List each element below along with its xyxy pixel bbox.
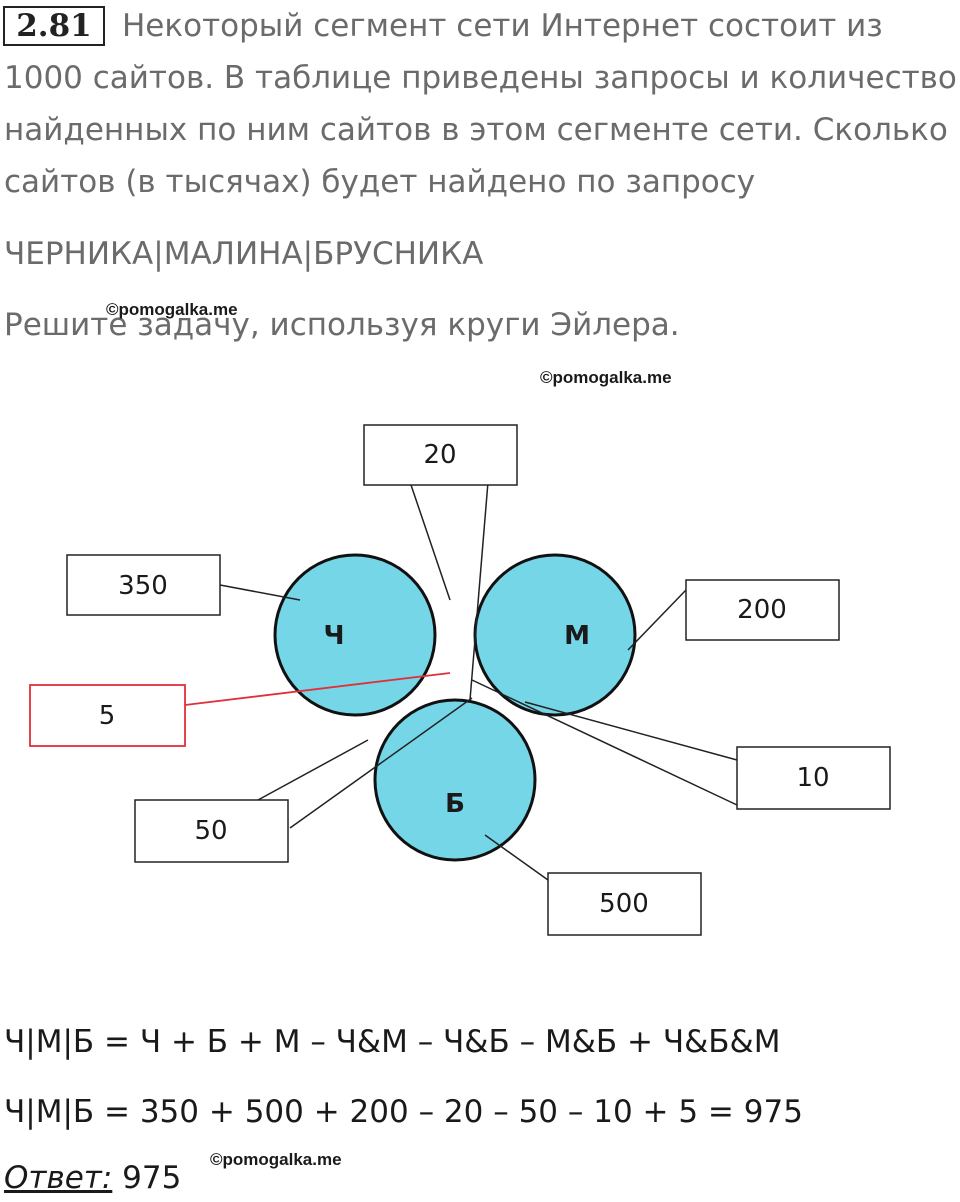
- box-ch-b: [134, 799, 289, 863]
- box-m-b: [736, 746, 891, 810]
- circle-ch-outline: [273, 553, 437, 717]
- box-all-three: [29, 684, 186, 747]
- circle-ch-fill: [275, 555, 435, 715]
- box-m-only-value: 200: [737, 595, 787, 625]
- euler-diagram: 350 20 200 5 10 50 500 Ч М Б: [29, 424, 891, 936]
- answer-value: 975: [122, 1160, 182, 1196]
- value-boxes: 350 20 200 5 10 50 500: [29, 424, 891, 936]
- box-ch-only-value: 350: [118, 571, 168, 601]
- circle-label-m: М: [564, 621, 590, 651]
- watermark: ©pomogalka.me: [106, 300, 238, 319]
- formula-computation: Ч|М|Б = 350 + 500 + 200 – 20 – 50 – 10 +…: [4, 1094, 803, 1130]
- connector-line-highlight: [184, 672, 451, 706]
- box-b-only-value: 500: [599, 889, 649, 919]
- formula-general: Ч|М|Б = Ч + Б + М – Ч&М – Ч&Б – М&Б + Ч&…: [4, 1024, 781, 1060]
- problem-text: Некоторый сегмент сети Интернет состоит …: [4, 8, 957, 200]
- box-ch-b-value: 50: [194, 816, 227, 846]
- instruction-text: Решите задачу, используя круги Эйлера.: [4, 307, 680, 343]
- watermark: ©pomogalka.me: [210, 1150, 342, 1169]
- circle-b-fill: [375, 700, 535, 860]
- watermark: ©pomogalka.me: [540, 368, 672, 387]
- answer-label: Ответ:: [4, 1160, 113, 1196]
- box-m-only: [685, 579, 840, 641]
- connector-lines: [219, 481, 738, 881]
- circle-label-b: Б: [445, 789, 465, 819]
- box-b-only: [547, 872, 702, 936]
- circle-m-fill: [475, 555, 635, 715]
- circle-b-outline: [373, 698, 537, 862]
- box-m-b-value: 10: [796, 763, 829, 793]
- box-all-three-value: 5: [99, 701, 116, 731]
- answer: Ответ: 975: [4, 1158, 181, 1198]
- box-ch-only: [66, 554, 221, 616]
- venn-circles: [273, 553, 637, 862]
- box-ch-m: [363, 424, 518, 486]
- box-ch-m-value: 20: [423, 440, 456, 470]
- circle-label-ch: Ч: [323, 621, 344, 651]
- problem-number: 2.81: [3, 6, 105, 46]
- search-query: ЧЕРНИКА|МАЛИНА|БРУСНИКА: [4, 236, 484, 272]
